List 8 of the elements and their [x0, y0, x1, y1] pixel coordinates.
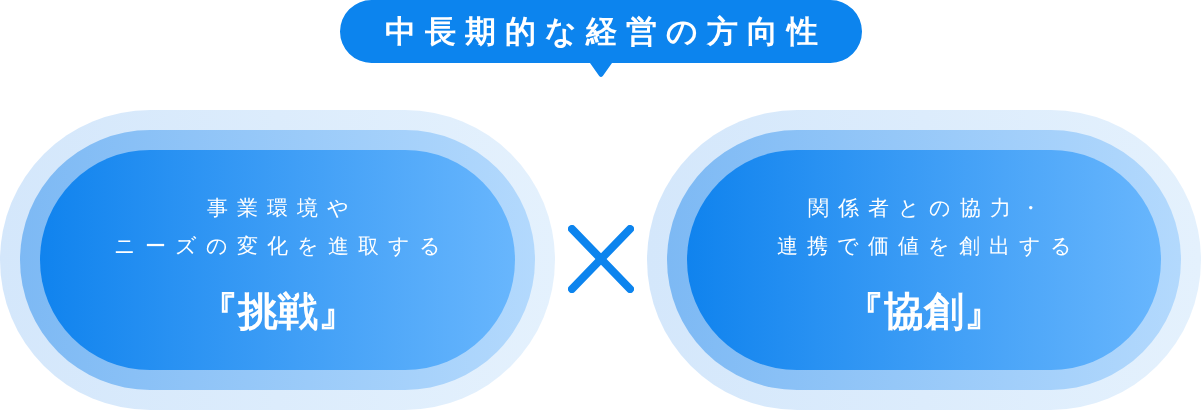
description-text: 事業環境やニーズの変化を進取する [113, 195, 451, 260]
heading-text: 中長期的な経営の方向性 [383, 12, 828, 51]
pill-node [0, 110, 555, 410]
pill-node [647, 110, 1201, 410]
description-text: 関係者との協力・連携で価値を創出する [775, 195, 1082, 260]
speech-bubble [340, 0, 862, 78]
keyword-text: 『挑戦』 [196, 287, 359, 335]
keyword-text: 『協創』 [843, 287, 1005, 335]
